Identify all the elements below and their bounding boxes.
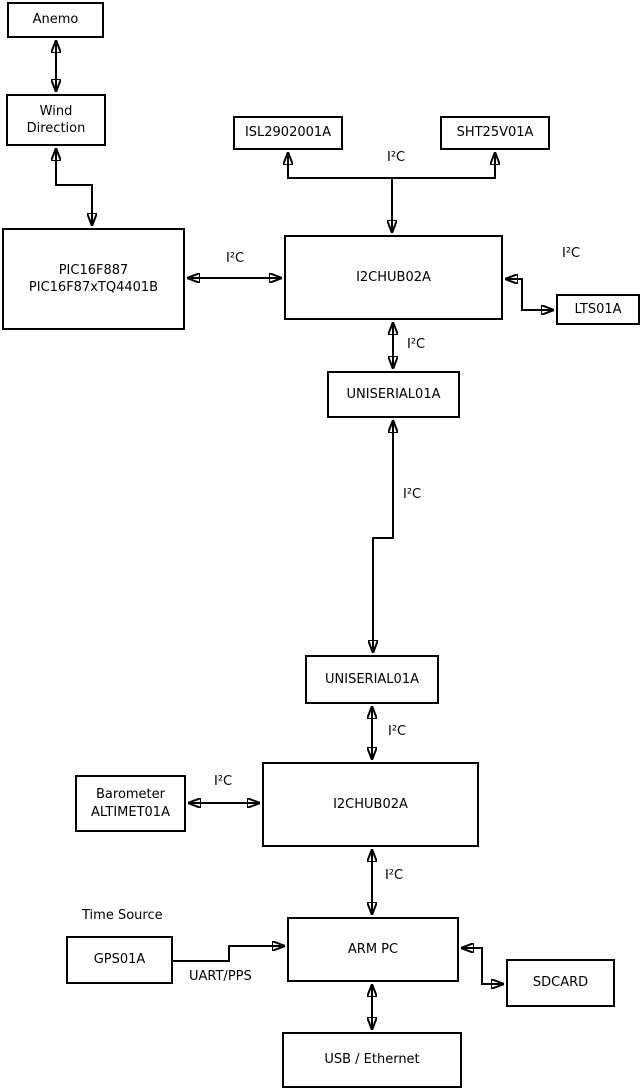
node-uniserial01a-top: UNISERIAL01A xyxy=(327,371,460,418)
node-gps01a-label: GPS01A xyxy=(93,952,146,968)
node-wind-direction-label-line2: Direction xyxy=(26,121,86,136)
label-i2c-uniserial-link: I²C xyxy=(403,487,422,502)
label-i2c-uniserial-hub2: I²C xyxy=(388,724,407,739)
node-sht25v01a-label: SHT25V01A xyxy=(456,125,534,141)
node-anemo: Anemo xyxy=(7,2,104,38)
node-i2chub02a-top: I2CHUB02A xyxy=(284,235,503,320)
label-i2c-pic-hub1: I²C xyxy=(226,251,245,266)
node-i2chub02a-bottom: I2CHUB02A xyxy=(262,762,479,847)
node-i2chub02a-top-label: I2CHUB02A xyxy=(356,269,431,285)
edge-arm-sdcard xyxy=(461,948,504,984)
node-gps01a: GPS01A xyxy=(66,936,173,984)
node-sdcard-label: SDCARD xyxy=(532,975,589,991)
label-i2c-sensor-bus: I²C xyxy=(387,150,406,165)
node-uniserial01a-bottom-label: UNISERIAL01A xyxy=(325,671,419,687)
node-arm-pc-label: ARM PC xyxy=(347,941,399,957)
node-barometer-label-line1: Barometer xyxy=(96,787,165,803)
node-usb-ethernet-label: USB / Ethernet xyxy=(324,1052,420,1068)
node-lts01a-label: LTS01A xyxy=(574,301,622,317)
node-sdcard: SDCARD xyxy=(506,959,615,1007)
node-isl2902001a-label: ISL2902001A xyxy=(244,125,332,141)
edge-gps-arm xyxy=(173,946,285,962)
node-wind-direction-label-line1: Wind xyxy=(39,103,73,119)
node-pic16f887: PIC16F887 PIC16F87xTQ4401B xyxy=(2,228,185,330)
edge-uni1-uni2 xyxy=(373,420,393,653)
node-isl2902001a: ISL2902001A xyxy=(233,116,343,150)
label-i2c-barometer: I²C xyxy=(214,774,233,789)
node-pic16f887-label-line2: PIC16F87xTQ4401B xyxy=(28,280,159,295)
node-barometer-label-line2: ALTIMET01A xyxy=(91,804,170,820)
node-lts01a: LTS01A xyxy=(556,294,640,325)
edge-hub1-lts xyxy=(505,279,554,310)
edge-wind-pic xyxy=(56,148,92,226)
node-usb-ethernet: USB / Ethernet xyxy=(282,1032,462,1088)
label-i2c-lts01a: I²C xyxy=(562,246,581,261)
node-anemo-label: Anemo xyxy=(32,12,79,28)
label-i2c-hub1-uniserial: I²C xyxy=(407,337,426,352)
node-wind-direction: Wind Direction xyxy=(6,94,106,146)
node-arm-pc: ARM PC xyxy=(287,917,459,982)
node-pic16f887-label-line1: PIC16F887 xyxy=(58,262,129,278)
node-barometer-altimet01a: Barometer ALTIMET01A xyxy=(75,775,186,832)
node-sht25v01a: SHT25V01A xyxy=(440,116,550,150)
label-time-source: Time Source xyxy=(82,908,163,923)
node-uniserial01a-top-label: UNISERIAL01A xyxy=(346,386,441,402)
label-i2c-hub2-armpc: I²C xyxy=(385,868,404,883)
label-uart-pps: UART/PPS xyxy=(189,969,252,984)
node-i2chub02a-bottom-label: I2CHUB02A xyxy=(333,796,408,812)
node-uniserial01a-bottom: UNISERIAL01A xyxy=(305,655,439,704)
